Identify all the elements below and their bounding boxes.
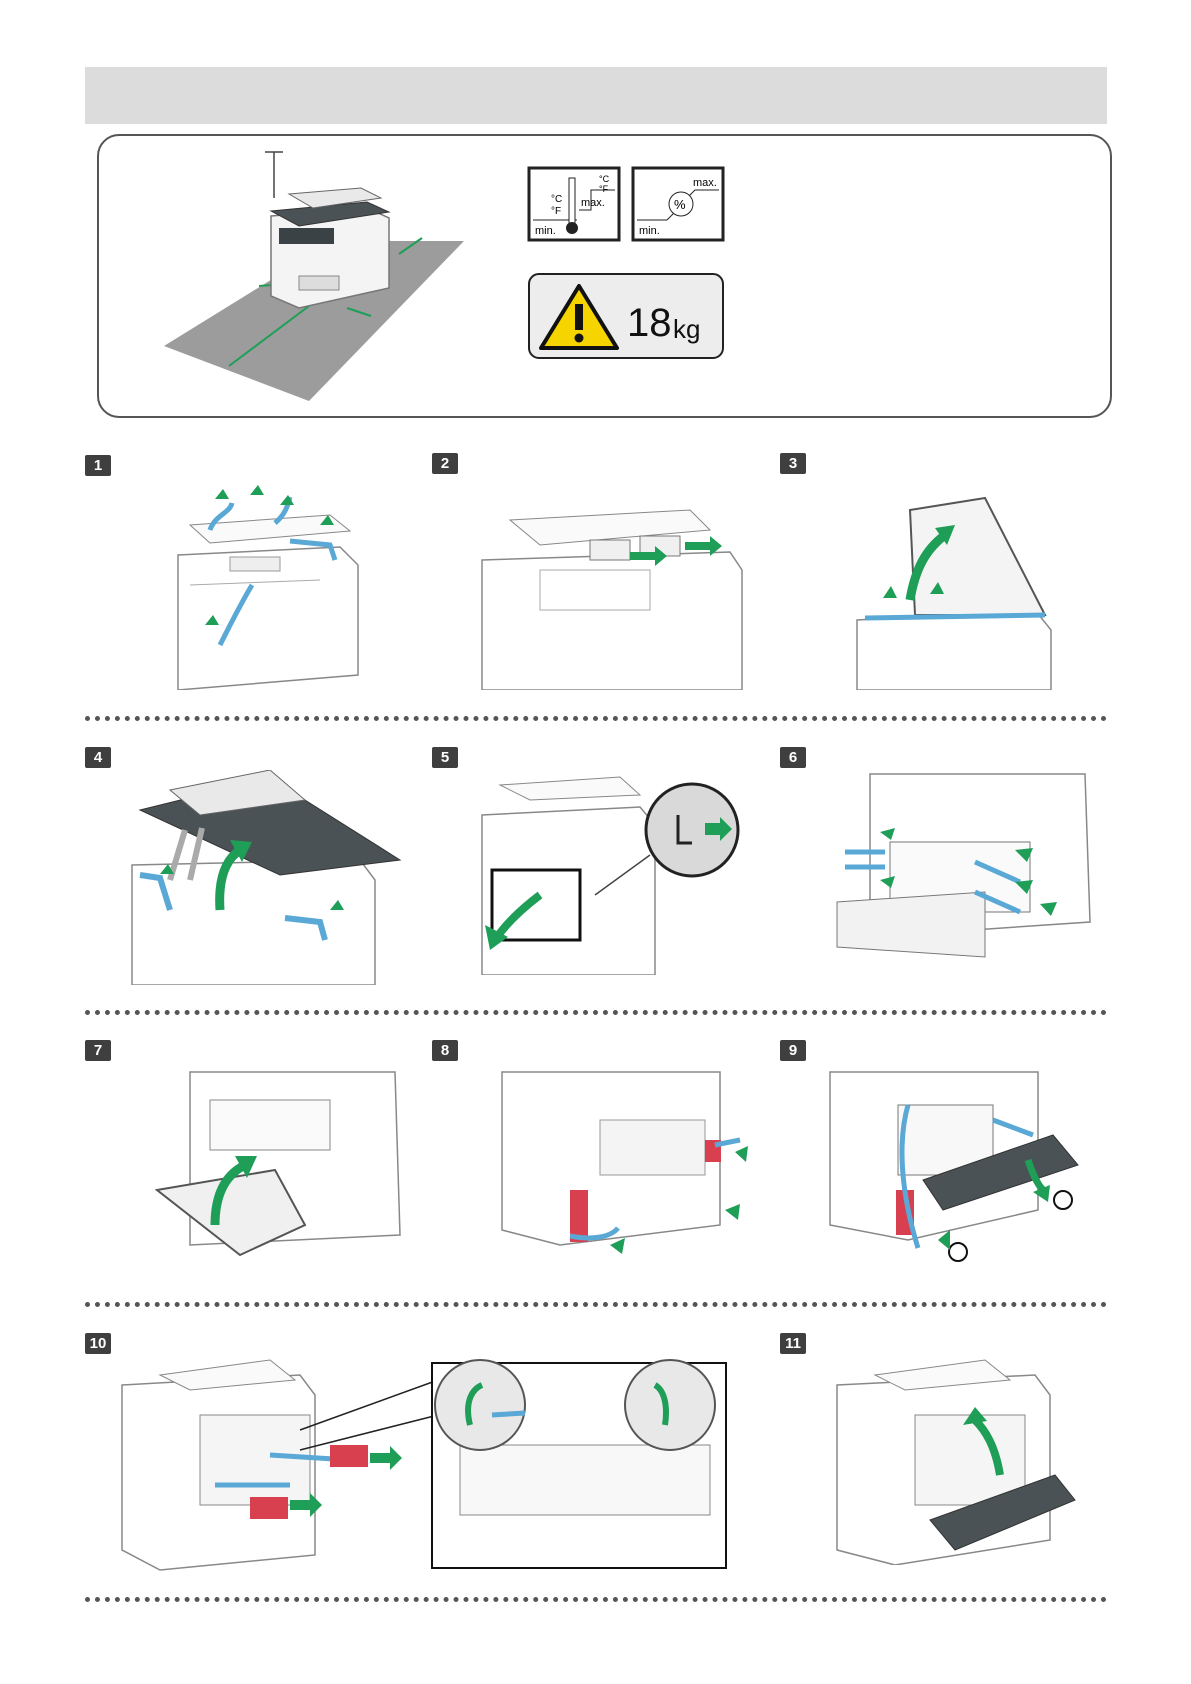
step-number-5: 5 [432, 747, 458, 768]
step-1-illustration [170, 485, 370, 690]
temp-min-label: min. [535, 225, 556, 237]
humidity-max-label: max. [693, 177, 717, 189]
step-number-11: 11 [780, 1333, 806, 1354]
step-3-illustration [855, 490, 1055, 690]
row-divider-4 [85, 1597, 1107, 1602]
step-number-7: 7 [85, 1040, 111, 1061]
step-number-6: 6 [780, 747, 806, 768]
step-number-10: 10 [85, 1333, 111, 1354]
step-10-illustration [120, 1355, 730, 1575]
step-5-illustration [480, 775, 745, 975]
step-number-9: 9 [780, 1040, 806, 1061]
row-divider-2 [85, 1010, 1107, 1015]
step-11-illustration [835, 1355, 1095, 1565]
step-4-illustration [130, 770, 405, 985]
humidity-min-label: min. [639, 225, 660, 237]
temp-unit-c-max: °C [599, 174, 610, 184]
step-number-2: 2 [432, 453, 458, 474]
step-2-illustration [480, 500, 745, 690]
thermometer-icon [569, 178, 575, 224]
step-number-8: 8 [432, 1040, 458, 1061]
step-number-1: 1 [85, 455, 111, 476]
temp-unit-f: °F [551, 206, 561, 217]
weight-warning-sign: 18 kg [529, 274, 723, 358]
site-requirements-panel: °C °F °C °F max. min. % max. min. [97, 134, 1112, 418]
row-divider-1 [85, 716, 1107, 721]
row-divider-3 [85, 1302, 1107, 1307]
site-requirements-figure: °C °F °C °F max. min. % max. min. [99, 136, 1110, 416]
step-6-illustration [835, 772, 1095, 962]
temperature-sign: °C °F °C °F max. min. [529, 168, 619, 240]
step-number-4: 4 [85, 747, 111, 768]
humidity-sign: % max. min. [633, 168, 723, 240]
header-bar [85, 67, 1107, 124]
weight-value: 18 [627, 301, 672, 345]
step-9-illustration [828, 1060, 1088, 1265]
step-number-3: 3 [780, 453, 806, 474]
weight-unit: kg [673, 314, 700, 344]
humidity-symbol: % [674, 197, 686, 212]
printer-illustration [271, 188, 389, 308]
height-clearance [265, 152, 283, 198]
step-8-illustration [500, 1060, 750, 1260]
temp-max-label: max. [581, 197, 605, 209]
step-7-illustration [155, 1060, 405, 1260]
temp-unit-f-max: °F [599, 184, 609, 194]
temp-unit-c: °C [551, 194, 562, 205]
